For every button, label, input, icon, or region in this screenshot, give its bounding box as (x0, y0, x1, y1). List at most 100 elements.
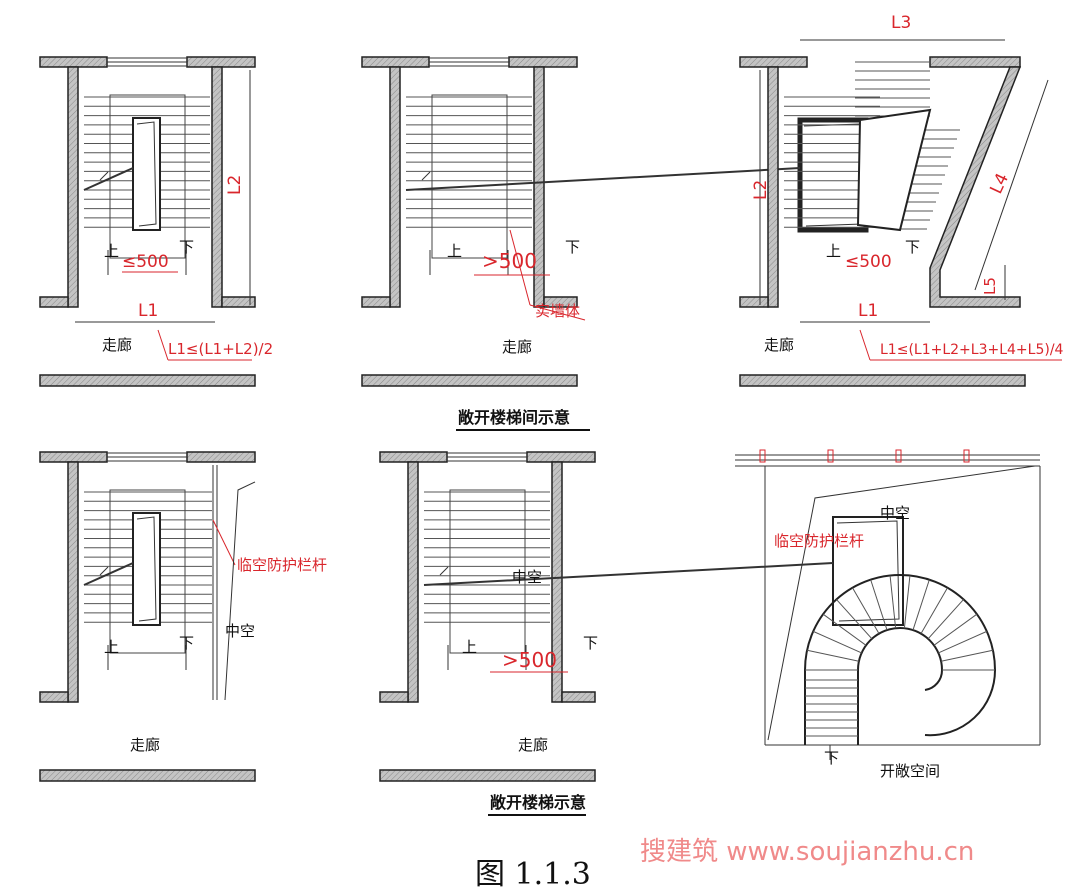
line (859, 329, 871, 361)
wall (361, 56, 430, 68)
line (405, 167, 801, 191)
up-label: 上 (447, 242, 462, 260)
up-label: 上 (462, 638, 477, 656)
railing-post (963, 449, 970, 463)
railing-label: 临空防护栏杆 (774, 532, 864, 550)
wall (361, 374, 578, 387)
line (83, 562, 134, 586)
corridor-label: 走廊 (502, 338, 532, 356)
down-label: 下 (565, 238, 580, 256)
line (806, 649, 860, 662)
line (813, 630, 862, 654)
wall (39, 374, 256, 387)
l3-label: L3 (891, 13, 911, 33)
spiral-stair-outer (804, 574, 997, 745)
dimension-label: ≤500 (122, 252, 169, 272)
stair-well (856, 108, 932, 232)
slanted-wall (929, 66, 1022, 308)
up-label: 上 (104, 638, 119, 656)
spiral-stair-inner (857, 627, 944, 745)
line (927, 599, 964, 640)
flight-outline (431, 94, 508, 259)
line (421, 171, 431, 181)
wall (39, 296, 69, 308)
corridor-label: 走廊 (102, 336, 132, 354)
line (920, 587, 948, 634)
railing-label: 临空防护栏杆 (237, 556, 327, 574)
void-edge (767, 465, 1036, 741)
wall (526, 451, 596, 463)
wall (379, 451, 448, 463)
figure-label: 图 1.1.3 (475, 857, 591, 891)
line (83, 167, 134, 191)
wall (739, 56, 808, 68)
wall (551, 461, 563, 703)
l1-label: L1 (138, 301, 158, 321)
wall (39, 451, 108, 463)
line (99, 171, 109, 181)
caption-bottom: 敞开楼梯示意 (490, 793, 586, 812)
formula-label: L1≤(L1+L2+L3+L4+L5)/4 (880, 342, 1064, 358)
panel-4: 上 下 临空防护栏杆 中空 走廊 (104, 556, 327, 754)
panel-6: 中空 临空防护栏杆 下 开敞空间 (774, 504, 940, 780)
dimension-label: ≤500 (845, 252, 892, 272)
wall (186, 451, 256, 463)
line (157, 329, 169, 361)
line (509, 229, 531, 306)
railing-post (759, 449, 766, 463)
wall (739, 374, 1026, 387)
l1-label: L1 (858, 301, 878, 321)
wall (767, 66, 779, 308)
up-label: 上 (104, 242, 119, 260)
wall (39, 56, 108, 68)
line (852, 587, 880, 634)
flight-outline (109, 489, 186, 654)
line-drawing (39, 39, 1062, 782)
railing-post (895, 449, 902, 463)
flight-outline (109, 94, 186, 259)
stair-well (797, 117, 869, 233)
line (938, 630, 987, 654)
line (212, 519, 236, 566)
line (439, 566, 449, 576)
corridor-label: 走廊 (130, 736, 160, 754)
line (836, 599, 873, 640)
wall (379, 769, 596, 782)
wall (407, 461, 419, 703)
line (889, 575, 897, 629)
wall (39, 769, 256, 782)
panel-2: 上 下 >500 实墙体 走廊 (447, 238, 580, 356)
down-label: 下 (905, 238, 920, 256)
handrail (136, 516, 157, 622)
line (870, 579, 888, 631)
void-label: 中空 (512, 568, 542, 586)
panel-3: L3 L4 L5 L2 L1 上 下 ≤500 走廊 L1≤(L1+L2+L3+… (751, 13, 1064, 358)
watermark: 搜建筑 www.soujianzhu.cn (640, 837, 974, 867)
panel-5: 上 下 中空 >500 走廊 (462, 568, 598, 754)
wall (379, 691, 409, 703)
wall (389, 66, 401, 308)
line (903, 575, 911, 629)
wall (67, 461, 79, 703)
dimension-label: >500 (502, 648, 557, 672)
wall (561, 691, 596, 703)
void-edge (224, 481, 256, 701)
l2-label: L2 (751, 180, 771, 200)
wall (739, 296, 769, 308)
line (974, 79, 1049, 291)
wall (211, 66, 223, 308)
flight-outline (449, 489, 526, 654)
open-space-label: 开敞空间 (880, 762, 940, 780)
handrail (836, 520, 900, 622)
l2-label: L2 (225, 175, 245, 195)
up-label: 上 (826, 242, 841, 260)
line (940, 649, 994, 662)
down-label: 下 (583, 634, 598, 652)
down-label: 下 (179, 238, 194, 256)
wall (361, 296, 391, 308)
wall (543, 296, 578, 308)
stair-well (832, 516, 904, 626)
solid-wall-label: 实墙体 (535, 302, 580, 320)
wall (929, 56, 1021, 68)
line (933, 613, 978, 646)
